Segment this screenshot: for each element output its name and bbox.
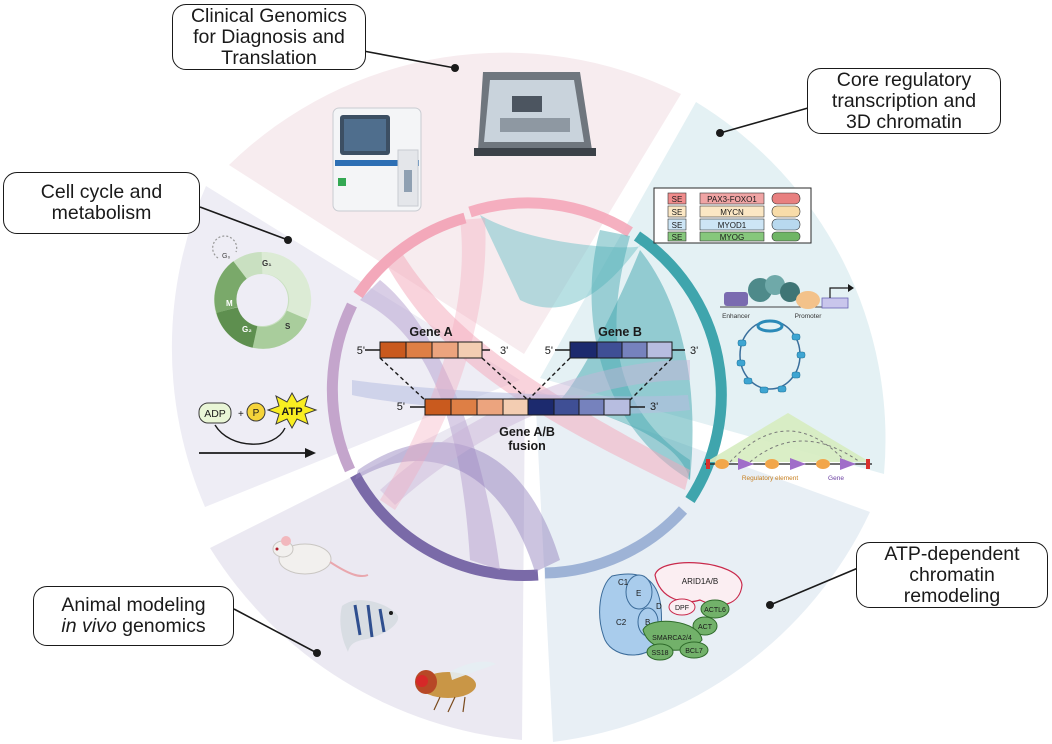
atp-burst-icon: [266, 391, 318, 430]
reg-row-3: SE MYOD1: [667, 218, 801, 231]
baf-smarca: SMARCA2/4: [652, 635, 692, 642]
adp-label: ADP: [204, 408, 226, 420]
phase-g1: G₁: [262, 259, 272, 268]
baf-c1: C1: [618, 578, 629, 587]
tad-diagram: Regulatory element Gene: [705, 413, 872, 482]
gene-a-block-4: [457, 341, 483, 359]
callout-core-regulatory: Core regulatory transcription and 3D chr…: [807, 68, 1001, 134]
fusion-5prime: 5': [397, 401, 405, 413]
phase-s: S: [285, 322, 291, 331]
fusion-label-1: Gene A/B: [499, 425, 555, 439]
gene-b-5prime: 5': [545, 345, 553, 357]
callout-animal-modeling: Animal modeling in vivo genomics: [33, 586, 234, 646]
reg-gene-4: MYOG: [720, 233, 744, 242]
reg-row-4: SE MYOG: [667, 231, 801, 242]
gene-b-3prime: 3': [690, 345, 698, 357]
regulatory-element-label: Regulatory element: [742, 475, 799, 482]
fruit-fly-icon: [415, 661, 496, 713]
phosphate-label: P: [253, 408, 260, 419]
svg-text:SE: SE: [672, 195, 683, 204]
enhancer-label: Enhancer: [722, 313, 751, 320]
gene-a-5prime: 5': [357, 345, 365, 357]
svg-text:SE: SE: [672, 208, 683, 217]
baf-ss18: SS18: [651, 650, 668, 657]
gene-a-3prime: 3': [500, 345, 508, 357]
baf-d: D: [656, 602, 662, 611]
baf-b: B: [645, 618, 650, 627]
phase-g2: G₂: [242, 325, 252, 334]
baf-actl6: ACTL6: [704, 607, 726, 614]
regulatory-table: SE PAX3-FOXO1 SE MYCN SE MYOD1 SE MYOG: [653, 187, 812, 244]
callout-clinical-genomics: Clinical Genomics for Diagnosis and Tran…: [172, 4, 366, 70]
sequencer-icon: [332, 107, 422, 212]
gene-b-block-1: [569, 341, 598, 359]
baf-act: ACT: [698, 624, 713, 631]
phase-m: M: [226, 299, 233, 308]
baf-complex-diagram: C1 E D C2 B ARID1A/B DPF ACTL6 ACT SMARC…: [599, 562, 743, 661]
svg-text:SE: SE: [672, 221, 683, 230]
phase-g0: G₀: [222, 253, 230, 260]
sector-animal: [210, 390, 525, 740]
gene-label: Gene: [828, 475, 844, 482]
callout-leaders: [199, 49, 859, 654]
liquid-handler-icon: [474, 72, 596, 156]
cell-cycle-diagram: G₀ G₁ S G₂ M: [212, 235, 312, 349]
promoter-label: Promoter: [795, 313, 823, 320]
fusion-3prime: 3': [650, 401, 658, 413]
gene-b-label: Gene B: [598, 325, 642, 339]
fusion-label-2: fusion: [508, 439, 546, 453]
gene-b-block-2: [596, 341, 623, 359]
chromatin-loop-diagram: Enhancer Promoter: [720, 275, 854, 394]
metabolism-diagram: ADP + P ATP: [198, 391, 318, 458]
callout-cell-cycle: Cell cycle and metabolism: [3, 172, 200, 234]
gene-a-block-1: [379, 341, 407, 359]
reg-gene-3: MYOD1: [718, 221, 747, 230]
baf-c2: C2: [616, 618, 627, 627]
baf-dpf: DPF: [675, 605, 689, 612]
gene-a-block-3: [431, 341, 459, 359]
plus-sign: +: [238, 409, 244, 420]
gene-b-block-4: [646, 341, 673, 359]
reg-gene-1: PAX3-FOXO1: [707, 195, 757, 204]
reg-row-1: SE PAX3-FOXO1: [667, 192, 801, 205]
baf-bcl7: BCL7: [685, 648, 703, 655]
svg-text:SE: SE: [672, 233, 683, 242]
zebrafish-icon: [340, 600, 399, 652]
callout-atp-chromatin: ATP-dependent chromatin remodeling: [856, 542, 1048, 608]
reg-row-2: SE MYCN: [667, 205, 801, 218]
mouse-icon: [272, 536, 369, 578]
gene-a-block-2: [405, 341, 433, 359]
gene-fusion: Gene A 5' 3' Gene B 5' 3' 5' 3' Gene A/B…: [357, 325, 698, 453]
reg-gene-2: MYCN: [720, 208, 744, 217]
gene-b-block-3: [621, 341, 648, 359]
atp-label: ATP: [281, 406, 302, 418]
baf-arid: ARID1A/B: [682, 577, 718, 586]
gene-a-label: Gene A: [409, 325, 452, 339]
baf-e: E: [636, 589, 641, 598]
